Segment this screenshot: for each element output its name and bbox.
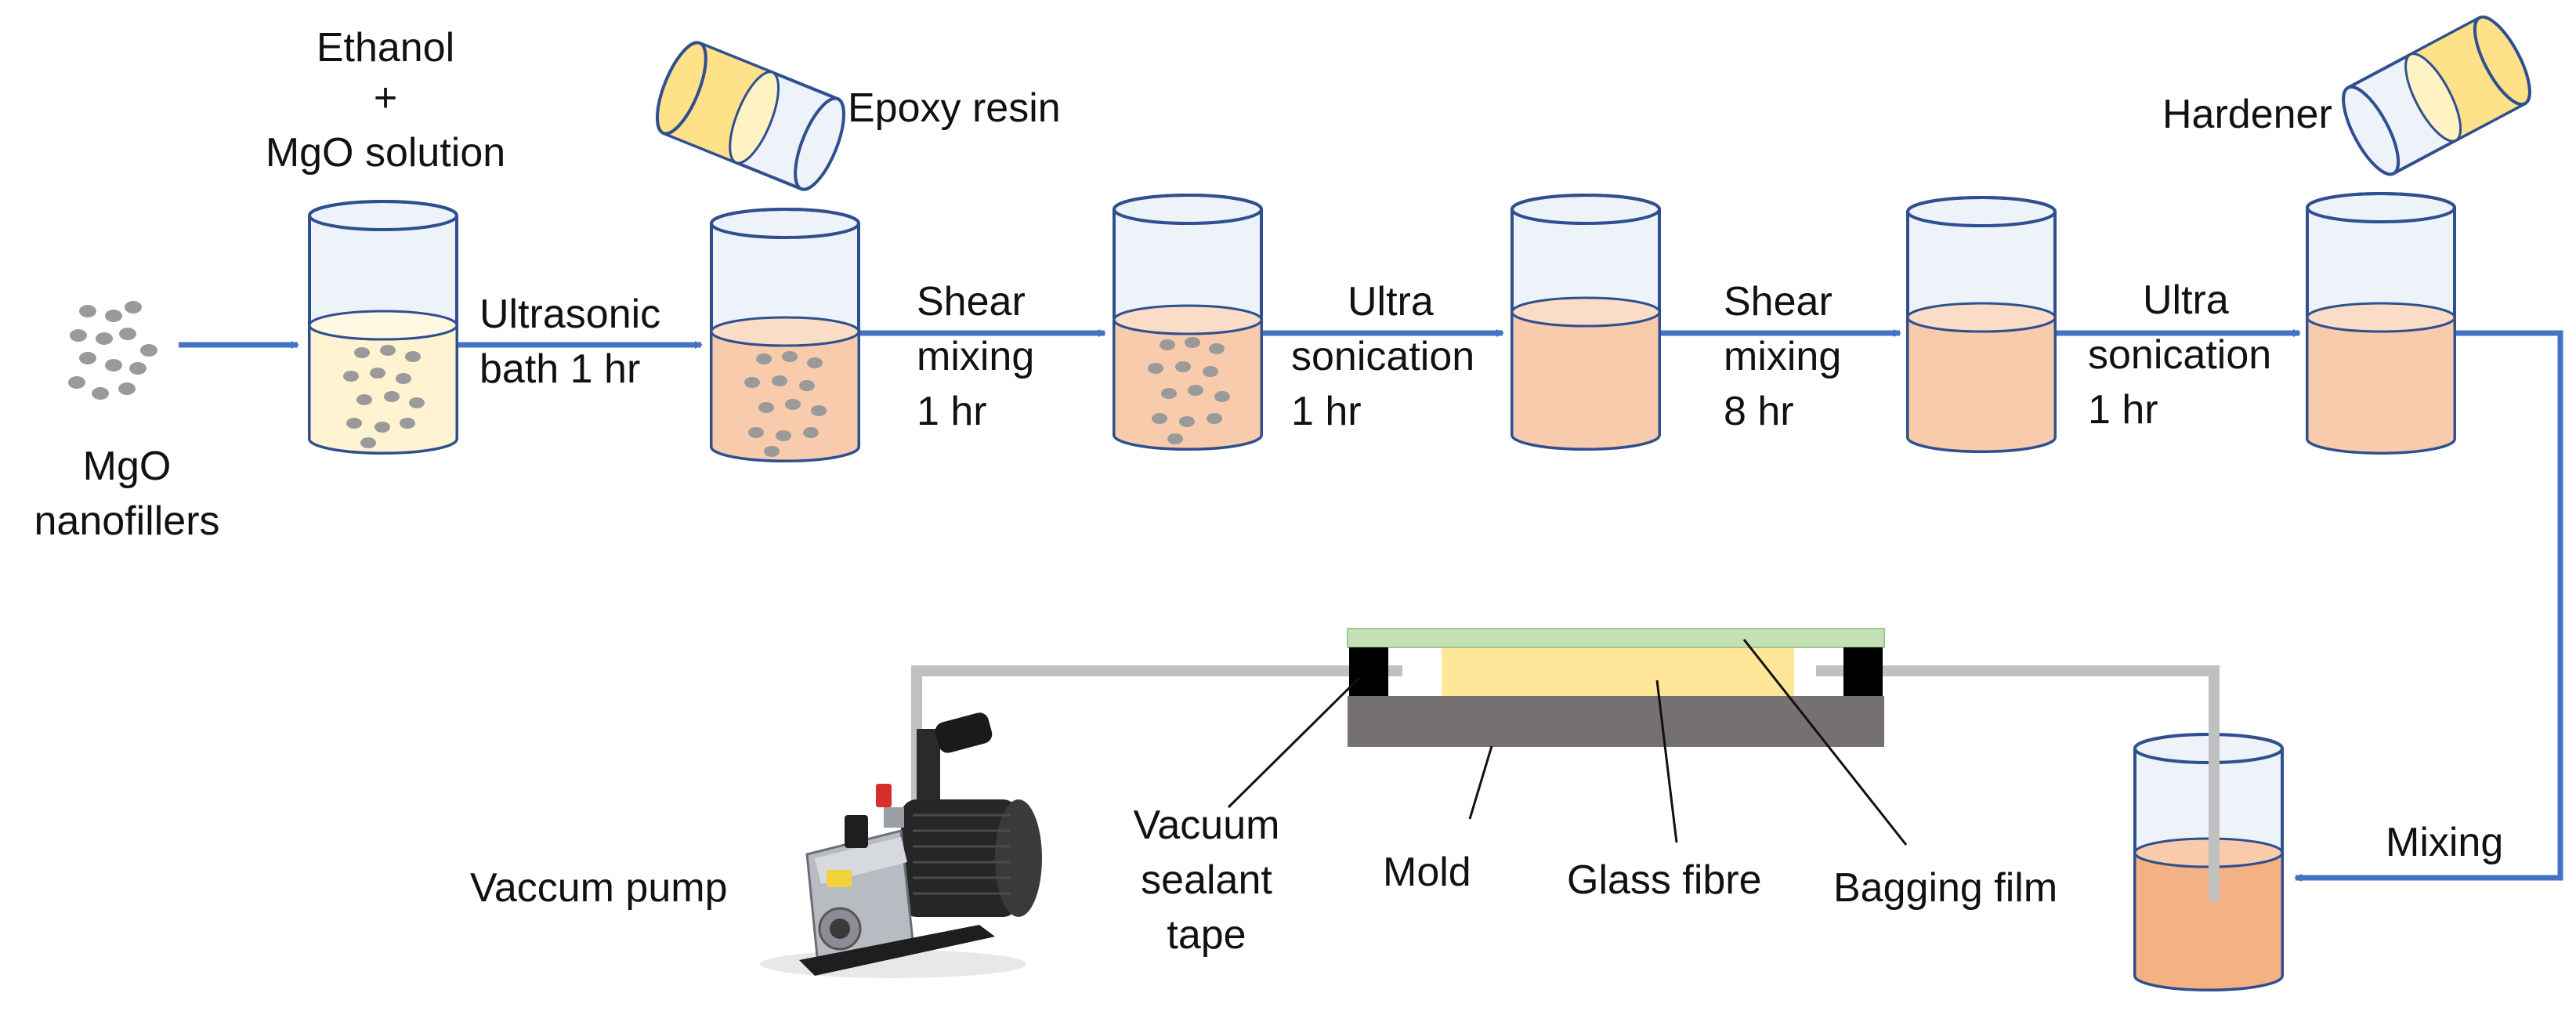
step-2-line-3: 1 hr (917, 389, 987, 434)
mgo-particles-icon (68, 301, 157, 400)
beaker-shear-mixed (1113, 194, 1263, 451)
bagging-film-layer (1347, 628, 1885, 648)
glass-fibre-layer (1442, 647, 1794, 696)
mold-base (1348, 696, 1884, 747)
beaker-shear-particles (1148, 337, 1230, 444)
step-labels: Ultrasonic bath 1 hr Shear mixing 1 hr U… (479, 277, 2271, 434)
resin-inlet-tube (1816, 665, 2220, 901)
arrow-to-final-mix (2294, 330, 2563, 882)
mgo-nanofillers-label-2: nanofillers (34, 498, 219, 544)
ethanol-label: Ethanol (317, 25, 454, 71)
pointer-mold (1468, 745, 1493, 820)
vacuum-tape-label-2: sealant (1141, 857, 1272, 903)
beaker-hardener-added (2306, 192, 2456, 455)
step-3-line-3: 1 hr (1291, 389, 1362, 434)
hardener-label: Hardener (2162, 92, 2332, 137)
beaker-resin-particles (744, 351, 827, 457)
step-3-line-1: Ultra (1348, 279, 1434, 324)
step-5-line-2: sonication (2088, 332, 2271, 378)
sealant-tape-left (1349, 647, 1388, 696)
step-2-line-1: Shear (917, 279, 1026, 324)
mgo-solution-label: MgO solution (266, 130, 505, 176)
beaker-ethanol-particles (343, 345, 425, 448)
hardener-pour-icon (2342, 15, 2531, 176)
step-1-line-1: Ultrasonic (479, 292, 660, 337)
beaker-ethanol (308, 200, 458, 455)
vacuum-pump-label: Vaccum pump (470, 865, 728, 911)
step-4-line-1: Shear (1724, 279, 1833, 324)
step-2-line-2: mixing (917, 334, 1034, 379)
beaker-sonicated (1511, 194, 1661, 451)
step-3-line-2: sonication (1291, 334, 1474, 379)
step-4-line-3: 8 hr (1724, 389, 1794, 434)
pointer-lines (1227, 639, 1908, 846)
step-1-line-2: bath 1 hr (479, 346, 640, 392)
plus-label: + (374, 75, 397, 121)
epoxy-pour-icon (656, 41, 845, 191)
beaker-resin-mixing (710, 208, 860, 462)
beaker-shear-8hr (1906, 196, 2057, 453)
pointer-sealant (1227, 676, 1361, 809)
flow-arrows (179, 329, 2563, 882)
vacuum-tape-label-3: tape (1167, 912, 1246, 958)
step-4-line-2: mixing (1724, 334, 1841, 379)
mgo-nanofillers-label-1: MgO (83, 444, 172, 489)
vacuum-tape-label-1: Vacuum (1134, 803, 1280, 848)
mold-label: Mold (1383, 850, 1471, 895)
bagging-film-label: Bagging film (1833, 865, 2057, 911)
mold-assembly (1347, 628, 1885, 747)
epoxy-resin-label: Epoxy resin (848, 85, 1061, 131)
sealant-tape-right (1843, 647, 1883, 696)
step-5-line-3: 1 hr (2088, 387, 2158, 433)
step-5-line-1: Ultra (2143, 277, 2229, 323)
pointer-glass-fibre (1655, 680, 1678, 843)
pointer-bagging-film (1742, 639, 1908, 846)
glass-fibre-label: Glass fibre (1567, 857, 1762, 903)
mixing-label: Mixing (2386, 820, 2503, 865)
vacuum-pump-icon (760, 712, 1042, 978)
